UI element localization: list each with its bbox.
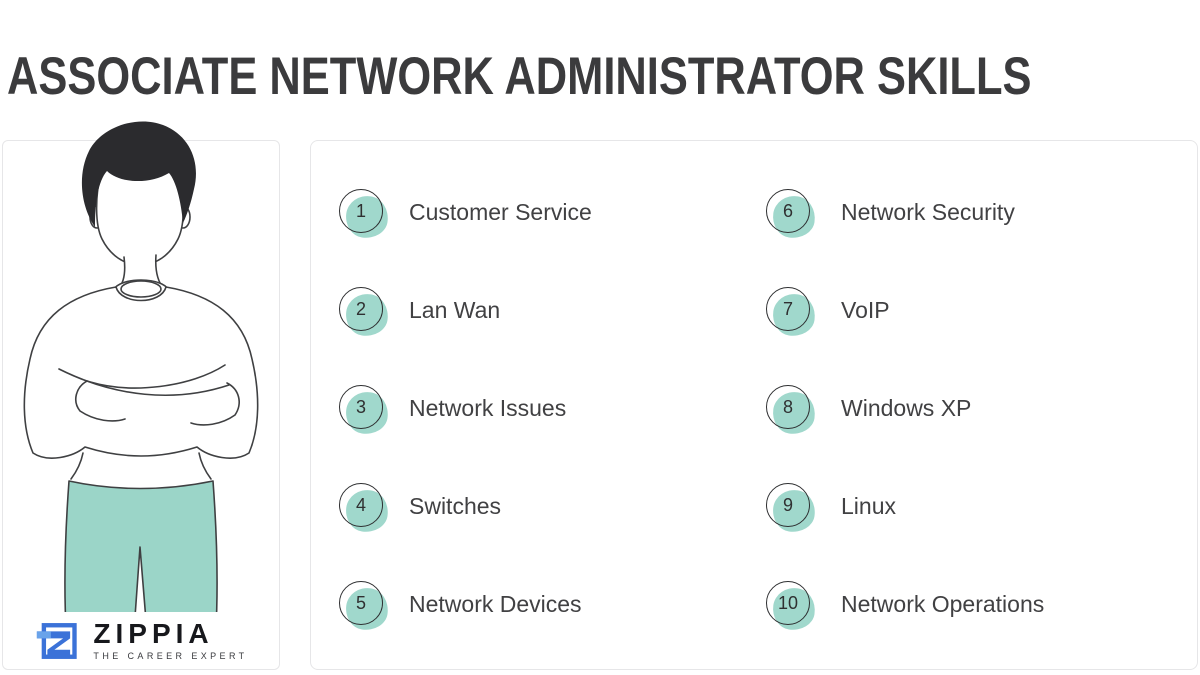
number-badge-icon: 10	[766, 581, 818, 633]
skill-item-8: 8 Windows XP	[766, 385, 972, 437]
zippia-wordmark-group: ZIPPIA THE CAREER EXPERT	[93, 618, 248, 662]
skill-label: Network Operations	[841, 590, 1045, 617]
skill-item-7: 7 VoIP	[766, 287, 890, 339]
skill-label: Windows XP	[841, 394, 972, 421]
skill-item-2: 2 Lan Wan	[339, 287, 501, 339]
badge-number: 2	[339, 287, 383, 331]
number-badge-icon: 7	[766, 287, 818, 339]
skill-label: Network Issues	[409, 394, 567, 421]
badge-number: 10	[766, 581, 810, 625]
skill-label: Linux	[841, 492, 896, 519]
number-badge-icon: 1	[339, 189, 391, 241]
skill-label: Lan Wan	[409, 296, 501, 323]
person-illustration-icon	[23, 121, 259, 646]
number-badge-icon: 6	[766, 189, 818, 241]
skill-item-9: 9 Linux	[766, 483, 896, 535]
zippia-logo[interactable]: ZIPPIA THE CAREER EXPERT	[3, 612, 279, 669]
badge-number: 1	[339, 189, 383, 233]
zippia-wordmark: ZIPPIA	[93, 618, 214, 649]
number-badge-icon: 9	[766, 483, 818, 535]
skill-label: Customer Service	[409, 198, 592, 225]
badge-number: 8	[766, 385, 810, 429]
skill-label: Switches	[409, 492, 502, 519]
page-title: ASSOCIATE NETWORK ADMINISTRATOR SKILLS	[7, 46, 1032, 106]
number-badge-icon: 4	[339, 483, 391, 535]
number-badge-icon: 5	[339, 581, 391, 633]
skill-label: Network Security	[841, 198, 1015, 225]
badge-number: 4	[339, 483, 383, 527]
number-badge-icon: 2	[339, 287, 391, 339]
number-badge-icon: 8	[766, 385, 818, 437]
skill-item-3: 3 Network Issues	[339, 385, 567, 437]
skill-label: Network Devices	[409, 590, 582, 617]
badge-number: 9	[766, 483, 810, 527]
skill-item-4: 4 Switches	[339, 483, 502, 535]
skill-item-1: 1 Customer Service	[339, 189, 592, 241]
person-panel: ZIPPIA THE CAREER EXPERT	[2, 121, 280, 670]
zippia-z-icon	[37, 622, 78, 659]
skill-item-10: 10 Network Operations	[766, 581, 1045, 633]
zippia-tagline: THE CAREER EXPERT	[93, 651, 248, 661]
number-badge-icon: 3	[339, 385, 391, 437]
skill-item-6: 6 Network Security	[766, 189, 1015, 241]
badge-number: 7	[766, 287, 810, 331]
skill-item-5: 5 Network Devices	[339, 581, 582, 633]
badge-number: 6	[766, 189, 810, 233]
badge-number: 3	[339, 385, 383, 429]
skill-label: VoIP	[841, 296, 890, 323]
badge-number: 5	[339, 581, 383, 625]
skills-card: 1 Customer Service 2 Lan Wan 3 Network I…	[310, 140, 1198, 670]
